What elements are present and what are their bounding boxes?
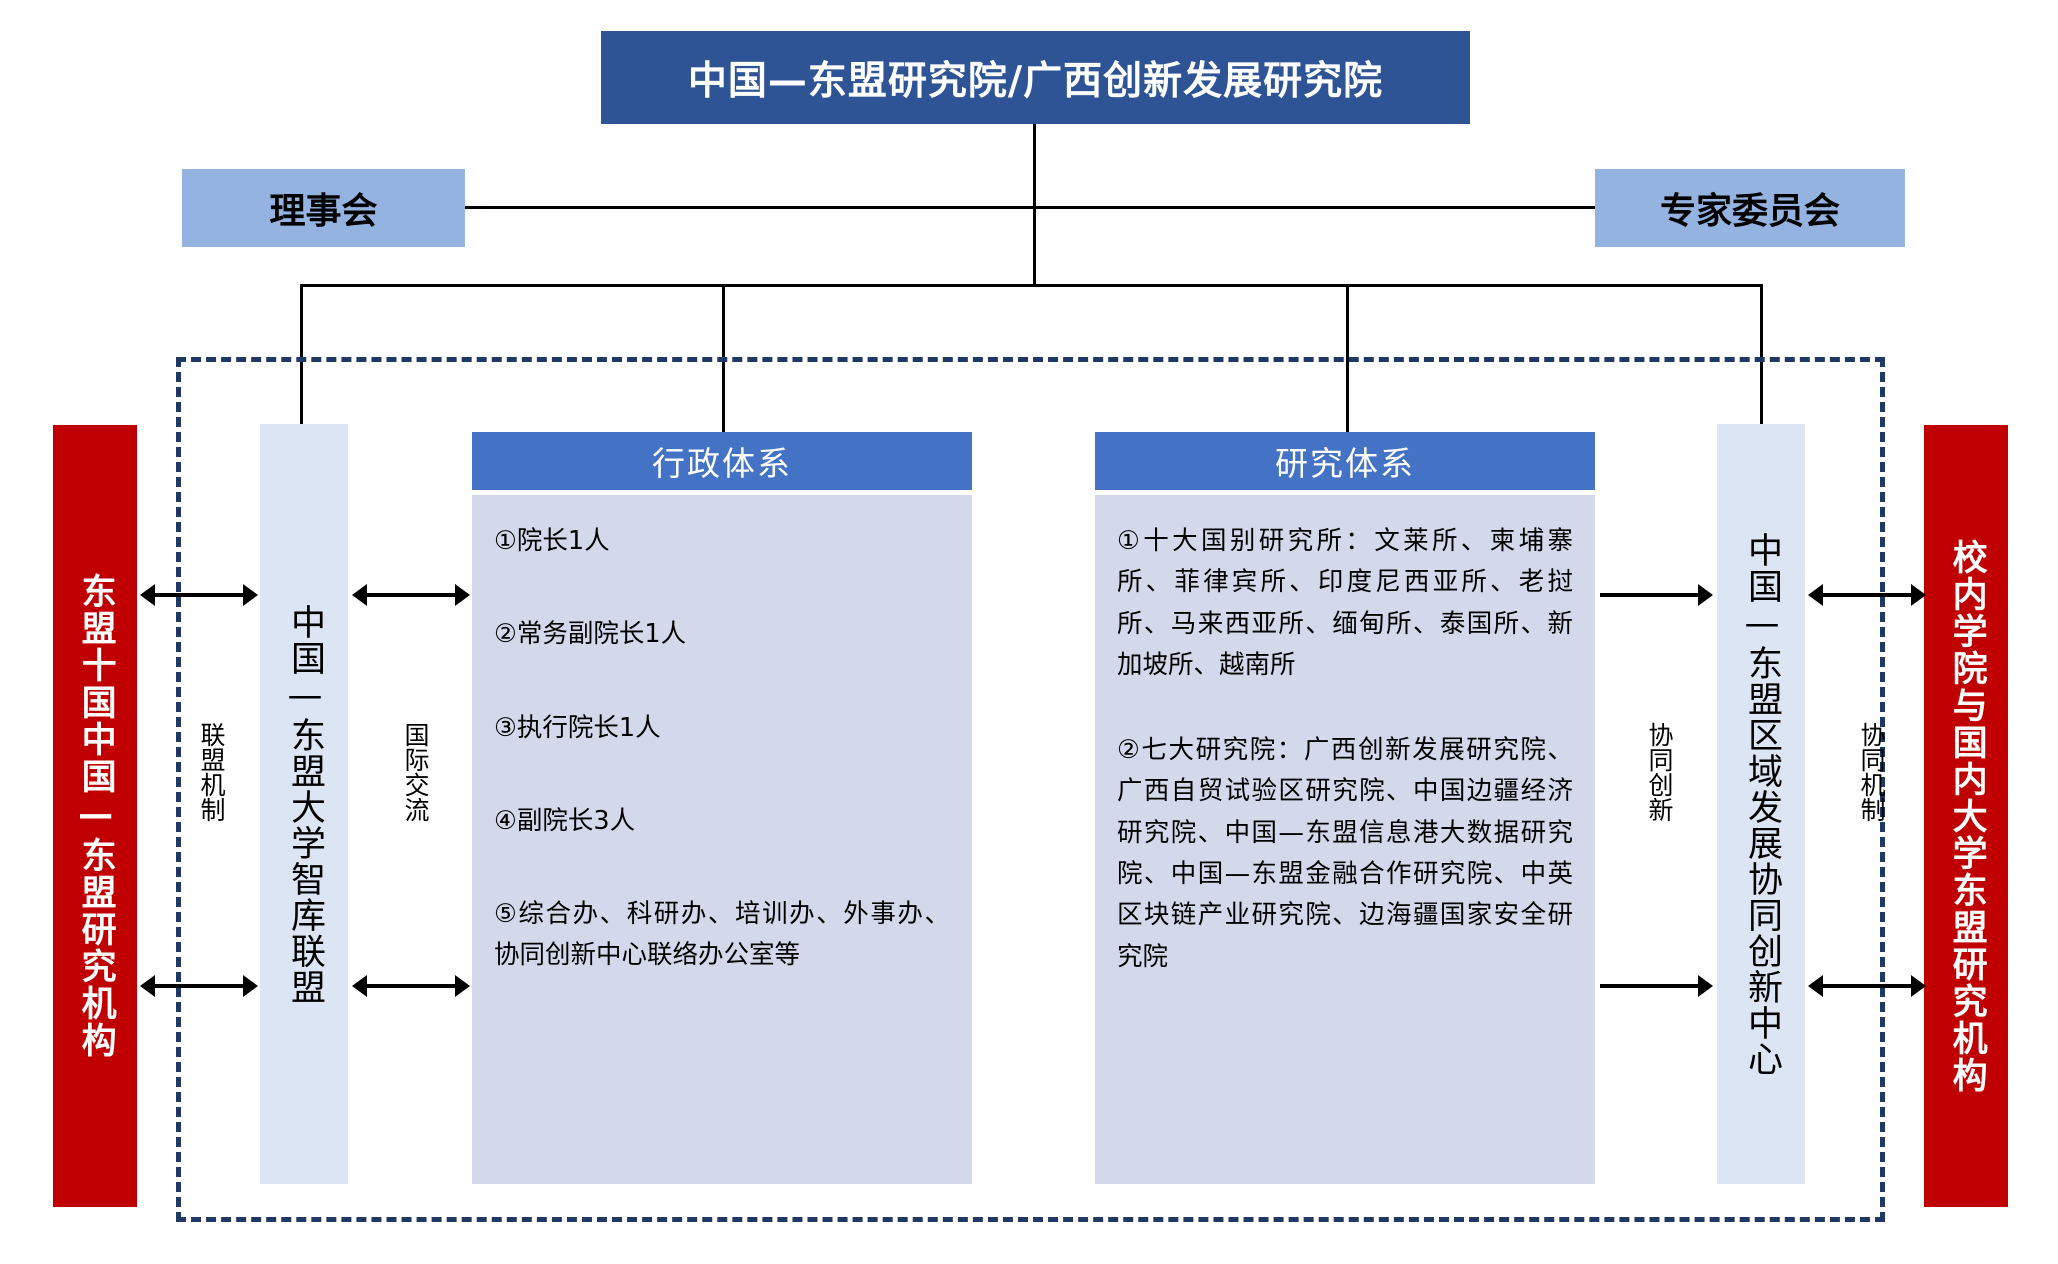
label-collaborative-mechanism: 协同机制 — [1857, 722, 1886, 822]
arrow-asean-to-alliance-lower — [140, 975, 258, 997]
arrow-research-to-center-upper — [1600, 584, 1713, 606]
admin-item: ①院长1人 — [494, 526, 610, 556]
admin-item: ②常务副院长1人 — [494, 619, 687, 650]
arrow-alliance-to-admin-upper — [352, 584, 470, 606]
institute-boundary-frame — [176, 357, 1885, 1222]
arrow-center-to-domestic-upper — [1808, 584, 1926, 606]
regional-innovation-center-column: 中国—东盟区域发展协同创新中心 — [1717, 424, 1805, 1184]
connector-governance-bar — [465, 206, 1595, 209]
label-international-exchange: 国际交流 — [401, 722, 430, 822]
domestic-research-institutions-label: 校内学院与国内大学东盟研究机构 — [1946, 538, 1987, 1094]
admin-system-header: 行政体系 — [472, 432, 972, 490]
connector-distribution-bar — [300, 284, 1763, 287]
research-system-title: 研究体系 — [1275, 444, 1415, 483]
research-item: ①十大国别研究所：文莱所、柬埔寨所、菲律宾所、印度尼西亚所、老挝所、马来西亚所、… — [1117, 526, 1573, 680]
arrow-asean-to-alliance-upper — [140, 584, 258, 606]
connector-drop-center — [1760, 284, 1763, 424]
connector-root-stem-lower — [1033, 206, 1036, 286]
arrow-center-to-domestic-lower — [1808, 975, 1926, 997]
arrow-alliance-to-admin-lower — [352, 975, 470, 997]
asean-research-institutions-column: 东盟十国中国—东盟研究机构 — [53, 425, 137, 1207]
admin-system-title: 行政体系 — [652, 444, 792, 483]
root-title-box: 中国—东盟研究院/广西创新发展研究院 — [601, 31, 1470, 124]
admin-item: ④副院长3人 — [494, 805, 636, 836]
connector-root-stem — [1033, 124, 1036, 213]
board-of-directors-box: 理事会 — [182, 169, 465, 247]
regional-innovation-center-label: 中国—东盟区域发展协同创新中心 — [1741, 531, 1782, 1077]
university-think-tank-alliance-label: 中国—东盟大学智库联盟 — [284, 603, 325, 1005]
label-alliance-mechanism: 联盟机制 — [197, 722, 226, 822]
root-title-label: 中国—东盟研究院/广西创新发展研究院 — [687, 58, 1384, 104]
arrow-research-to-center-lower — [1600, 975, 1713, 997]
research-item: ②七大研究院：广西创新发展研究院、广西自贸试验区研究院、中国边疆经济研究院、中国… — [1117, 735, 1573, 972]
domestic-research-institutions-column: 校内学院与国内大学东盟研究机构 — [1924, 425, 2008, 1207]
label-collaborative-innovation: 协同创新 — [1645, 722, 1674, 822]
expert-committee-box: 专家委员会 — [1595, 169, 1905, 247]
admin-item: ⑤综合办、科研办、培训办、外事办、协同创新中心联络办公室等 — [494, 899, 950, 971]
asean-research-institutions-label: 东盟十国中国—东盟研究机构 — [75, 573, 116, 1059]
admin-item: ③执行院长1人 — [494, 712, 661, 743]
board-of-directors-label: 理事会 — [269, 191, 378, 232]
admin-system-body: ①院长1人 ②常务副院长1人 ③执行院长1人 ④副院长3人 ⑤综合办、科研办、培… — [472, 495, 972, 1184]
connector-drop-alliance — [300, 284, 303, 424]
university-think-tank-alliance-column: 中国—东盟大学智库联盟 — [260, 424, 348, 1184]
research-system-body: ①十大国别研究所：文莱所、柬埔寨所、菲律宾所、印度尼西亚所、老挝所、马来西亚所、… — [1095, 495, 1595, 1184]
expert-committee-label: 专家委员会 — [1659, 191, 1840, 232]
research-system-header: 研究体系 — [1095, 432, 1595, 490]
